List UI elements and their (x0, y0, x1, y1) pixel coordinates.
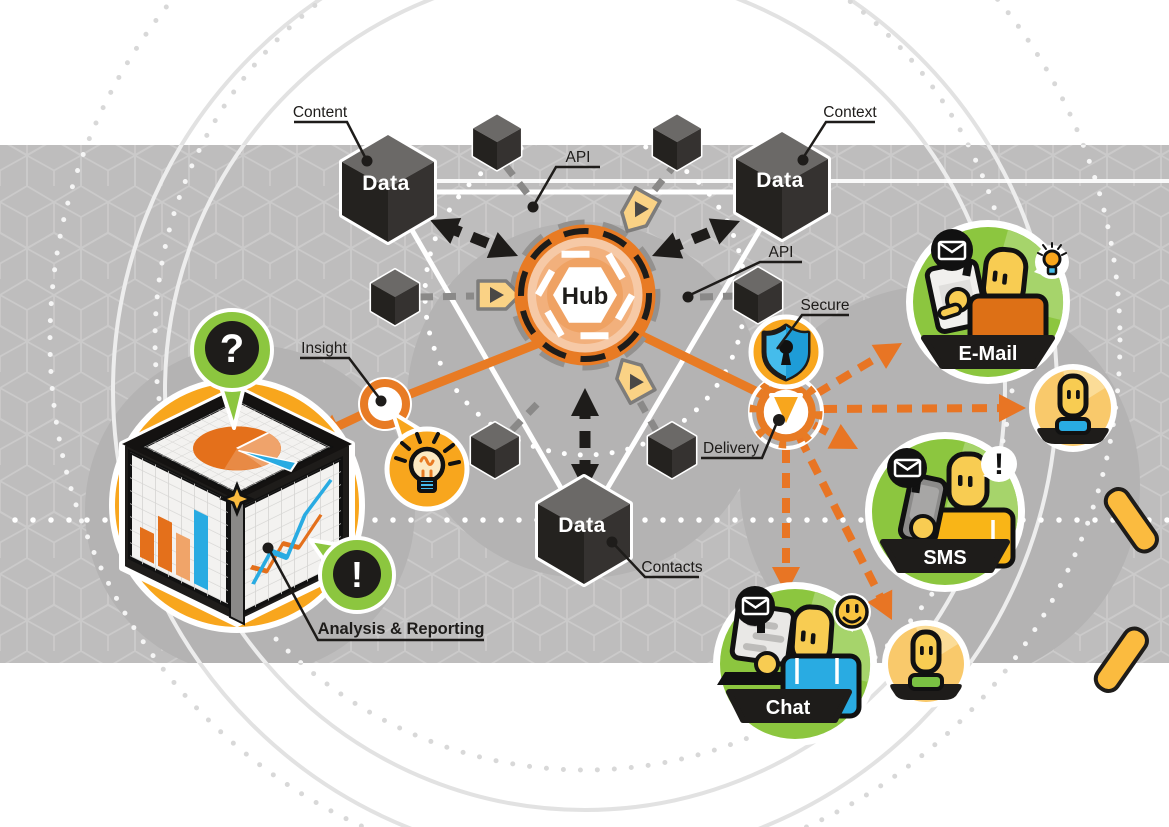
sms-label: SMS (923, 547, 966, 569)
shoulders (1037, 428, 1109, 444)
chat-banner (726, 689, 852, 723)
shirt (908, 673, 944, 691)
shoulders (890, 684, 962, 700)
idea-mini-bubble (1034, 242, 1069, 279)
exclamation-icon (333, 550, 381, 598)
analysis-label: Analysis & Reporting (318, 620, 485, 638)
secure-bubble (748, 314, 824, 430)
pie-chart-panel (140, 398, 334, 496)
lightbulb-icon (394, 432, 461, 493)
hub-label: Hub (562, 283, 609, 310)
envelope-icon (741, 596, 770, 616)
exclamation-mini-glyph: ! (994, 448, 1004, 481)
insight-leader-line (300, 356, 381, 400)
api-left-label: API (566, 149, 591, 166)
alert-mini-bubble: ! (981, 446, 1017, 482)
chat-channel: Chat (713, 582, 877, 746)
line-chart-panel (241, 455, 343, 616)
contacts-label: Contacts (641, 559, 702, 576)
sparkle-icon (218, 480, 256, 518)
api-left-leader-line (532, 165, 600, 206)
head (910, 629, 942, 675)
api-right-label: API (769, 244, 794, 261)
hand (909, 514, 937, 542)
small-cube-links (419, 159, 737, 434)
content-leader-line (294, 120, 368, 160)
question-glyph: ? (220, 327, 244, 371)
email-channel: E-Mail (906, 220, 1070, 384)
data-cube-context: Data (736, 132, 828, 239)
secure-label: Secure (800, 297, 849, 314)
envelope-icon (893, 458, 922, 478)
data-flow-arrows (424, 207, 746, 492)
exclamation-bubble: ! (308, 536, 396, 614)
analysis-group: ? ! Analysis & Reporting (109, 308, 485, 642)
email-banner (921, 335, 1055, 369)
hub-node: Hub (476, 185, 1159, 693)
chat-label: Chat (766, 697, 811, 719)
hub-hexagon-icon (553, 267, 617, 323)
analysis-cube-icon (119, 385, 355, 627)
exclamation-glyph: ! (351, 554, 363, 595)
context-label: Context (823, 104, 877, 121)
question-bubble: ? (190, 308, 274, 430)
envelope-icon (937, 240, 967, 261)
data-cube-contacts-label: Data (558, 514, 606, 537)
data-cube-context-label: Data (756, 169, 804, 192)
data-cube-content-label: Data (362, 172, 410, 195)
lightbulb-mini-icon (1037, 242, 1067, 276)
sms-banner (880, 539, 1010, 573)
smiley-mini-bubble (833, 593, 871, 632)
smiley-icon (835, 595, 869, 629)
insight-label: Insight (301, 340, 347, 357)
context-leader-line (801, 120, 875, 159)
head (1057, 373, 1089, 419)
data-cube-contacts: Data (538, 477, 630, 584)
avatar-user-2 (882, 620, 970, 708)
delivery-label: Delivery (703, 440, 759, 457)
shield-icon (761, 323, 811, 382)
delivery-leader-line (701, 419, 780, 460)
sms-channel: ! SMS (865, 432, 1025, 592)
hand (754, 651, 780, 677)
avatar-user-1 (1029, 364, 1117, 452)
shirt (1055, 417, 1091, 435)
question-icon (205, 321, 259, 375)
secure-leader-line (775, 313, 849, 350)
api-peg-icons (1093, 487, 1159, 693)
content-label: Content (293, 104, 348, 121)
bar-chart-panel (128, 449, 230, 610)
analysis-leader-line (268, 550, 484, 642)
contacts-leader-line (611, 541, 699, 579)
email-label: E-Mail (959, 343, 1018, 365)
lightbulb-bubble (384, 411, 470, 512)
api-right-leader-line (689, 260, 802, 297)
data-cube-content: Data (342, 135, 434, 242)
message-bubble (931, 229, 973, 271)
